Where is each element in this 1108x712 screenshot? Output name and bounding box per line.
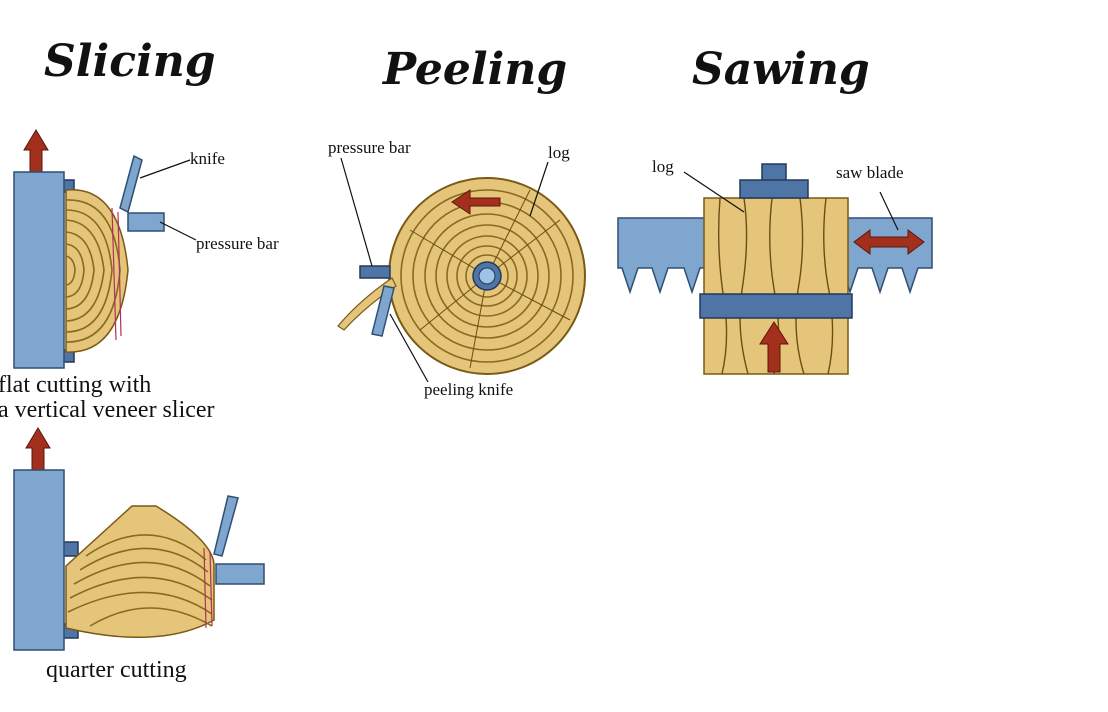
pressure-bar-label-peeling: pressure bar	[328, 138, 411, 157]
log-label-peeling: log	[548, 143, 570, 162]
flat-cutting-caption-line1: flat cutting with	[0, 372, 151, 398]
log-label-sawing: log	[652, 157, 674, 176]
peeling-knife	[371, 285, 395, 337]
log-cross-section	[388, 177, 586, 375]
slicer-carriage	[13, 469, 65, 651]
pressure-bar	[215, 563, 265, 585]
flat-cutting-caption-line2: a vertical veneer slicer	[0, 397, 215, 423]
peeling-illustration	[337, 157, 586, 383]
quarter-cutting-illustration	[13, 427, 265, 651]
sawing-illustration	[617, 163, 933, 375]
pressure-bar	[359, 265, 391, 279]
pressure-bar	[127, 212, 165, 232]
quarter-flitch	[65, 505, 215, 638]
rotation-arrow-icon	[451, 189, 501, 215]
slicer-carriage	[13, 171, 65, 369]
knife-blade	[119, 154, 143, 214]
peeling-knife-label: peeling knife	[424, 380, 513, 399]
top-clamp	[739, 179, 809, 199]
feed-arrow-icon	[759, 321, 789, 373]
flitch	[65, 189, 129, 353]
slicing-title: Slicing	[44, 36, 215, 87]
flat-cutting-illustration	[13, 129, 197, 369]
carriage-bar	[699, 293, 853, 319]
quarter-cutting-caption: quarter cutting	[46, 657, 187, 683]
saw-blade-label: saw blade	[836, 163, 904, 182]
peeling-title: Peeling	[381, 44, 567, 95]
up-arrow-icon	[23, 129, 49, 173]
sawing-title: Sawing	[692, 44, 870, 95]
knife-label: knife	[190, 149, 225, 168]
double-arrow-icon	[853, 229, 925, 255]
knife-blade	[213, 495, 239, 557]
up-arrow-icon	[25, 427, 51, 471]
pressure-bar-label-slicing: pressure bar	[196, 234, 279, 253]
